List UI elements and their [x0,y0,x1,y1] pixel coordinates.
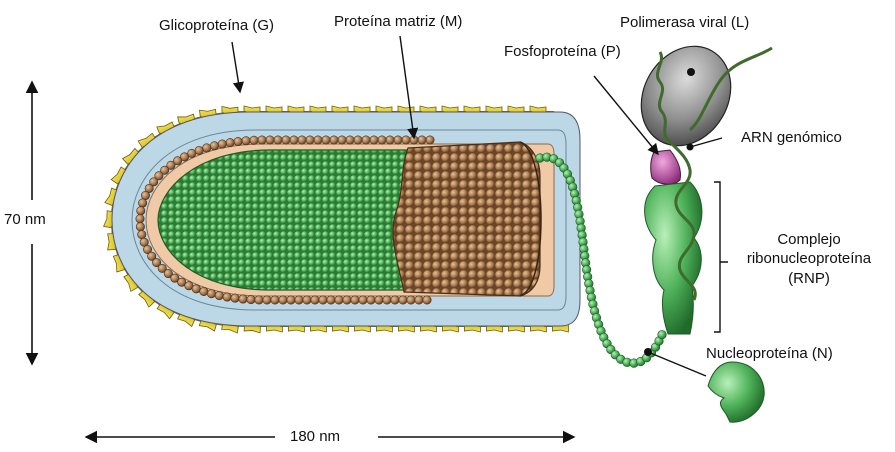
matrix-bead [351,296,359,304]
matrix-bead [192,285,200,293]
nucleoprotein-leader [648,352,706,376]
matrix-bead [136,215,144,223]
matrix-bead [266,136,274,144]
polymerase-label: Polimerasa viral (L) [620,14,749,32]
matrix-bead [250,136,258,144]
matrix-bead [359,296,367,304]
matrix-bead [200,287,208,295]
matrix-bead [298,136,306,144]
matrix-bead [423,296,431,304]
matrix-bead [203,144,211,152]
matrix-bead [279,296,287,304]
matrix-bead [287,296,295,304]
matrix-bead [399,296,407,304]
matrix-bead [226,138,234,146]
matrix-bead [407,296,415,304]
matrix-bead [303,296,311,304]
glycoprotein-label: Glicoproteína (G) [159,17,274,35]
matrix-bead [330,136,338,144]
matrix-bead [274,136,282,144]
height-dimension-label: 70 nm [4,211,46,229]
matrix-bead [383,296,391,304]
nucleocapsid-coil [158,150,410,290]
matrix-bead [231,294,239,302]
matrix-bead [263,296,271,304]
matrix-bead [255,296,263,304]
nucleoprotein-shape [708,362,764,422]
matrix-bead [247,295,255,303]
rnp-top-body [645,182,702,334]
matrix-bead [282,136,290,144]
matrix-bead [402,136,410,144]
matrix-bead [314,136,322,144]
matrix-bead [338,136,346,144]
matrix-bead [306,136,314,144]
matrix-bead [210,142,218,150]
matrix-bead [141,191,149,199]
matrix-covered-coil [393,142,540,296]
matrix-bead [295,296,303,304]
rnp-bracket [714,182,728,332]
glycoprotein-arrow [232,42,240,92]
length-dimension-label: 180 nm [290,428,340,446]
nucleoprotein-label: Nucleoproteína (N) [706,345,833,363]
matrix-bead [239,295,247,303]
matrix-bead [327,296,335,304]
rnp-label-line3: (RNP) [734,270,884,288]
matrix-bead [207,290,215,298]
matrix-bead [426,136,434,144]
matrix-bead [375,296,383,304]
matrix-bead [138,199,146,207]
matrix-bead [271,296,279,304]
matrix-bead [394,136,402,144]
matrix-bead [136,223,144,231]
matrix-bead [378,136,386,144]
polymerase-pointer-dot [687,68,695,76]
matrix-bead [218,140,226,148]
matrix-bead [367,296,375,304]
rnp-label-line2: ribonucleoproteína [734,250,884,268]
matrix-bead [319,296,327,304]
genomic-rna-label: ARN genómico [741,129,842,147]
matrix-bead [418,136,426,144]
matrix-bead [138,230,146,238]
matrix-bead [362,136,370,144]
matrix-bead [234,137,242,145]
phosphoprotein-label: Fosfoproteína (P) [504,43,621,61]
matrix-bead [223,293,231,301]
matrix-bead [343,296,351,304]
matrix-bead [322,136,330,144]
matrix-bead [335,296,343,304]
matrix-bead [391,296,399,304]
polymerase-shape [624,30,749,162]
matrix-bead [311,296,319,304]
matrix-bead [290,136,298,144]
rnp-bead [658,330,667,339]
phosphoprotein-shape [651,150,681,184]
matrix-bead [386,136,394,144]
matrix-bead [215,291,223,299]
matrix-bead [242,137,250,145]
matrix-bead [346,136,354,144]
matrix-bead [258,136,266,144]
matrix-bead [137,207,145,215]
rnp-label-line1: Complejo [734,231,884,249]
matrix-bead [370,136,378,144]
matrix-protein-label: Proteína matriz (M) [334,13,462,31]
matrix-bead [415,296,423,304]
matrix-bead [354,136,362,144]
